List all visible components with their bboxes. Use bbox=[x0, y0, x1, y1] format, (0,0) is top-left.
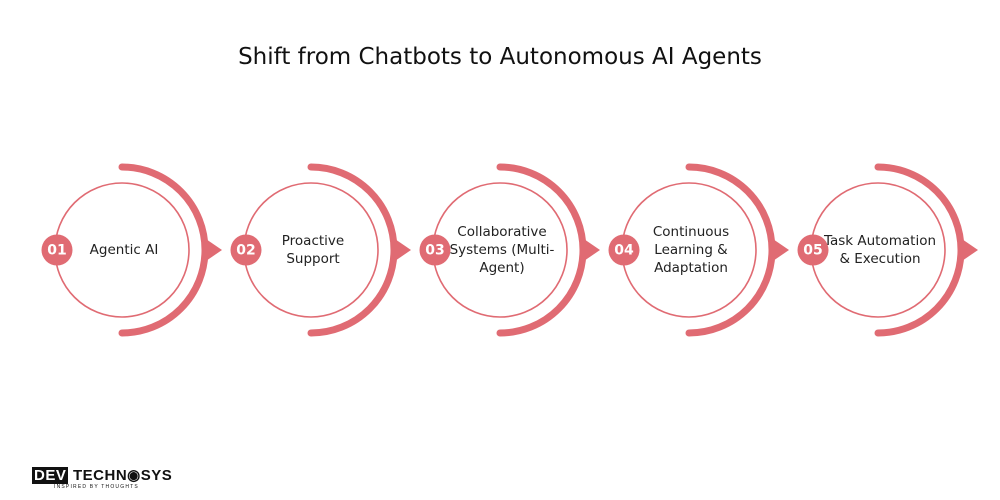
arrow-icon bbox=[392, 237, 411, 263]
step-number-badge: 02 bbox=[230, 234, 262, 266]
step-number-badge: 03 bbox=[419, 234, 451, 266]
step-label: Collaborative Systems (Multi-Agent) bbox=[449, 224, 555, 276]
page-title: Shift from Chatbots to Autonomous AI Age… bbox=[238, 44, 762, 70]
step-label: Agentic AI bbox=[89, 242, 159, 258]
step-label: Task Automation & Execution bbox=[823, 233, 937, 267]
arrow-icon bbox=[959, 237, 978, 263]
arrow-icon bbox=[581, 237, 600, 263]
step-number-badge: 04 bbox=[608, 234, 640, 266]
step-label: Proactive Support bbox=[281, 233, 345, 267]
step-number-badge: 01 bbox=[41, 234, 73, 266]
arrow-icon bbox=[770, 237, 789, 263]
step-label: Continuous Learning & Adaptation bbox=[652, 224, 730, 276]
dev-technosys-logo: DEV TECHN◉SYS INSPIRED BY THOUGHTS bbox=[32, 467, 173, 490]
arrow-icon bbox=[203, 237, 222, 263]
step-number-badge: 05 bbox=[797, 234, 829, 266]
